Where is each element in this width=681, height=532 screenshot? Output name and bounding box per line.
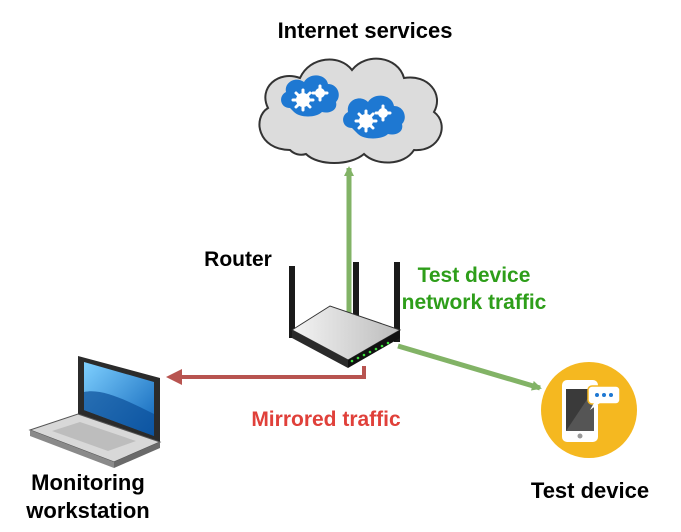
mirrored-traffic-arrow — [180, 366, 366, 379]
mirrored-traffic-label: Mirrored traffic — [251, 408, 401, 431]
cloud-gears-icon — [258, 57, 443, 164]
router-label: Router — [204, 248, 272, 271]
monitoring-label-line1: Monitoring — [31, 470, 145, 495]
laptop-icon — [28, 356, 162, 468]
internet-services-label: Internet services — [278, 18, 453, 43]
test-device-label: Test device — [531, 478, 649, 503]
smartphone-chat-icon — [541, 362, 637, 458]
monitoring-label-line2: workstation — [25, 498, 149, 523]
test-traffic-label-line1: Test device — [418, 264, 531, 287]
wifi-router-icon — [289, 262, 402, 368]
test-traffic-label-line2: network traffic — [402, 291, 547, 314]
device-traffic-arrow — [397, 343, 542, 391]
